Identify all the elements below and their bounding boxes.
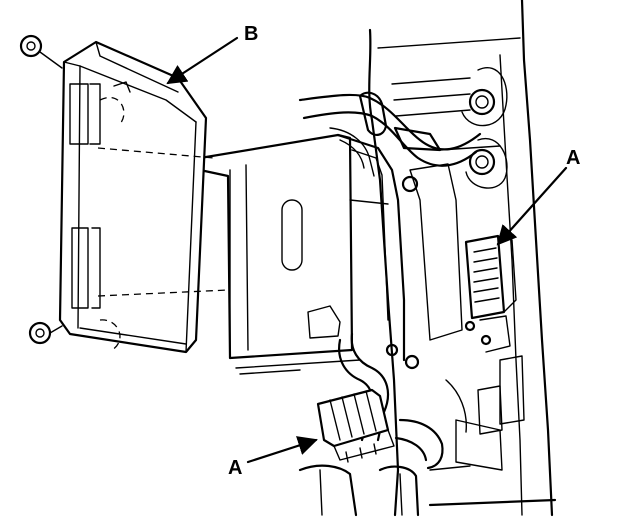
callout-arrow-a-upper <box>496 166 568 246</box>
vehicle-frame <box>368 0 557 517</box>
connector-upper <box>464 234 517 353</box>
floor-trim <box>298 464 420 517</box>
nut-top <box>19 34 63 69</box>
nut-bottom <box>28 321 63 345</box>
callout-arrow-b <box>166 36 239 85</box>
callout-label-b: B <box>244 23 258 45</box>
connector-lower <box>316 388 395 463</box>
mounting-bracket <box>198 133 463 375</box>
control-unit <box>58 40 229 354</box>
callout-label-a-lower: A <box>228 457 242 479</box>
callout-arrow-a-lower <box>246 436 318 464</box>
callout-label-a-upper: A <box>566 147 580 169</box>
